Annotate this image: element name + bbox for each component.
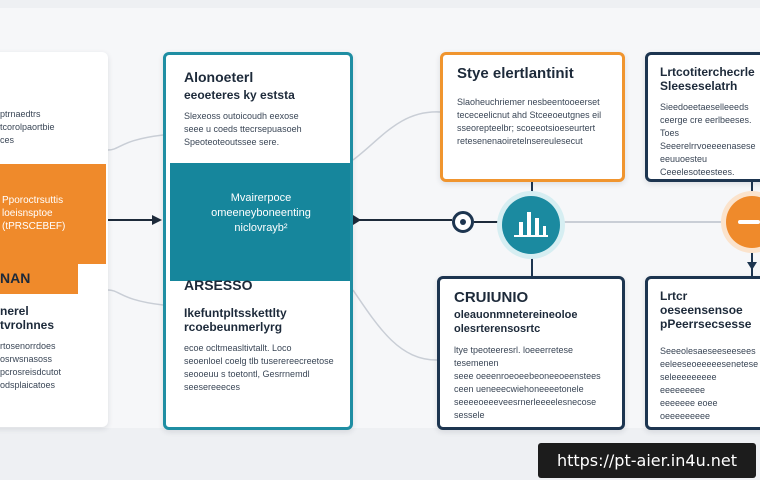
curve-teal-upper [352,111,441,161]
left-card-orange-text: Pporoctrsuttis loeisnsptoe (tPRSCEBEF) [2,195,66,232]
arrowhead-teal [353,215,361,225]
curve-teal-lower [352,289,438,361]
minus-icon [738,220,760,224]
arrowhead-left [152,215,162,225]
navy-mid-card-title: CRUIUNIO [454,289,529,306]
teal-card-title: Alonoeterl [184,69,254,85]
background-band [0,8,760,428]
arrowhead-right-up [747,192,757,198]
navy-top-card: Lrtcotiterchecrle Sleeseselatrh Sieedoee… [645,52,760,182]
left-card-orange-band: Pporoctrsuttis loeisnsptoe (tPRSCEBEF) [0,164,106,264]
navy-right-card-body: Seeeolesaeseeseesees eeleeseoeeeeesenete… [660,346,759,430]
navy-right-card-title: Lrtcr oeseensensoe pPeerrsecsesse [660,289,752,331]
ring-node-dot [460,219,466,225]
left-card-top-text: ptrnaedtrs tcorolpaortbie ces [0,109,55,145]
orange-card-title: Stye elertlantinit [457,65,574,82]
left-card: ptrnaedtrs tcorolpaortbie ces Pporoctrsu… [0,52,108,427]
navy-top-card-title: Lrtcotiterchecrle Sleeseselatrh [660,65,755,93]
teal-card-intro: Slexeoss outoicoudh eexose seee u coeds … [184,111,302,147]
navy-mid-card: CRUIUNIO oleauonmnetereineoloe olesrtere… [437,276,625,430]
teal-card-section-title: ARSESSO [184,277,253,293]
teal-card-highlight: Mvairerpoce omeeneyboneenting niclovrayb… [170,163,350,281]
left-card-bottom-text: rtosenorrdoes osrwsnasoss pcrosreisdcuto… [0,341,62,390]
teal-card: Alonoeterl eeoeteres ky eststa Slexeoss … [163,52,353,430]
curve-left-upper [107,134,164,151]
teal-card-subtitle: eeoeteres ky eststa [184,88,295,102]
curve-left-lower [107,289,164,306]
teal-card-highlight-text: Mvairerpoce omeeneyboneenting niclovrayb… [211,192,311,234]
navy-right-card: Lrtcr oeseensensoe pPeerrsecsesse Seeeol… [645,276,760,430]
ring-node [452,211,474,233]
left-card-mid-title: NAN [0,270,31,286]
chart-icon [514,212,548,237]
teal-card-section-body: ecoe ocltmeasltivtallt. Loco seoenloel c… [184,343,334,392]
orange-card-body: Slaoheuchriemer nesbeentooeerset tececee… [457,97,602,146]
left-card-orange-tail [0,264,78,294]
navy-mid-card-body: ltye tpeoteeresrl. loeeerretese tesemene… [454,345,601,420]
orange-card: Stye elertlantinit Slaoheuchriemer nesbe… [440,52,625,182]
orange-node [726,196,760,248]
arrowhead-right-down [747,262,757,270]
left-card-mid-body: nerel tvrolnnes [0,304,55,332]
teal-node [502,196,560,254]
watermark-url: https://pt-aier.in4u.net [538,443,756,478]
teal-card-section-subtitle: Ikefuntpltsskettlty rcoebeunmerlyrg [184,306,287,334]
navy-top-card-body: Sieedoeetaeselleeeds ceerge cre eerlbees… [660,102,756,177]
navy-mid-card-subtitle: oleauonmnetereineoloe olesrterensosrtc [454,309,578,335]
